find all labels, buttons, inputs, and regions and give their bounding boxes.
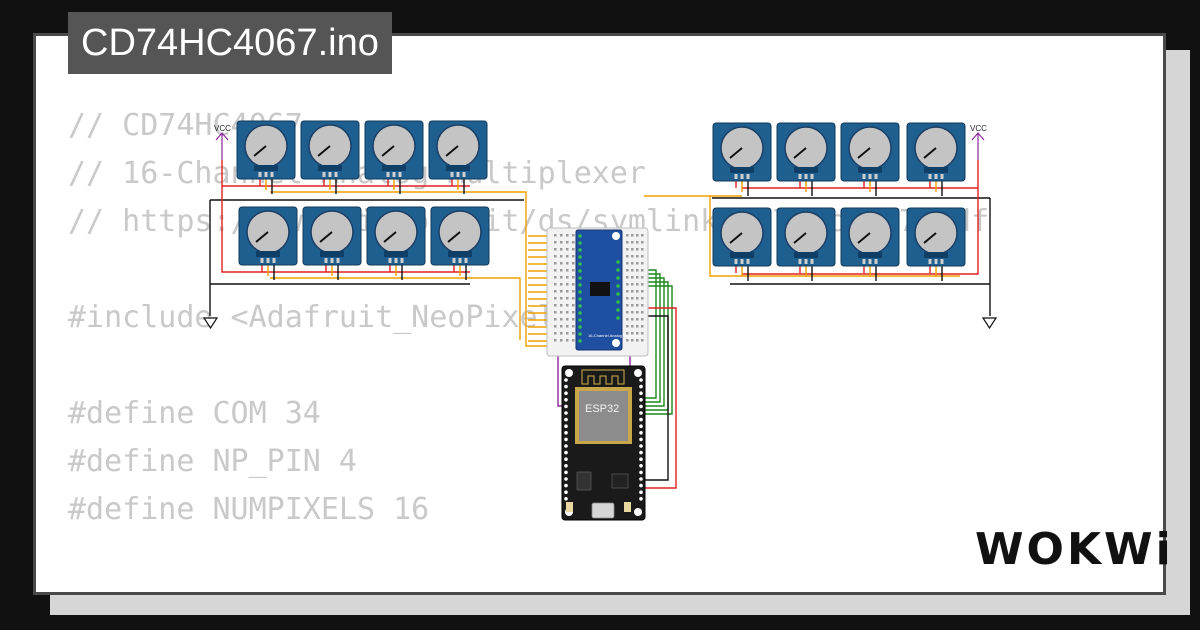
vcc-left-symbol: VCC	[214, 124, 231, 160]
potentiometer	[712, 207, 772, 267]
project-title: CD74HC4067.ino	[68, 12, 392, 74]
esp32-label: ESP32	[585, 403, 619, 415]
esp32-pins	[564, 378, 643, 501]
wire	[270, 277, 521, 340]
wokwi-logo: WOKWi	[975, 524, 1174, 575]
potentiometer	[906, 207, 966, 267]
code-line: Adafruit_NeoPixel pixels = Adafruit_NeoP…	[68, 582, 1163, 592]
esp32-board[interactable]: ESP32	[561, 365, 646, 521]
wire-layer	[209, 160, 991, 489]
wire	[622, 307, 677, 489]
vcc-right-label: VCC	[970, 124, 987, 133]
ground-left-symbol	[202, 317, 219, 330]
code-line: #define COM 34	[68, 396, 321, 431]
potentiometer	[302, 206, 362, 266]
ground-right-symbol	[981, 317, 998, 330]
potentiometer	[238, 206, 298, 266]
potentiometer	[712, 122, 772, 182]
vcc-left-label: VCC	[214, 124, 231, 133]
code-line: #define NUMPIXELS 16	[68, 492, 430, 527]
multiplexer-pins	[578, 234, 620, 343]
code-line: #define NP_PIN 4	[68, 444, 357, 479]
potentiometer	[430, 206, 490, 266]
potentiometer	[364, 120, 424, 180]
vcc-right-symbol: VCC	[970, 124, 987, 160]
potentiometer	[366, 206, 426, 266]
potentiometer	[906, 122, 966, 182]
potentiometer-layer	[236, 120, 966, 267]
potentiometer	[428, 120, 488, 180]
breadboard-holes	[554, 234, 644, 342]
multiplexer-module[interactable]: 16-Channel Analog Multiplexer	[575, 229, 643, 351]
wire	[709, 195, 960, 277]
potentiometer	[776, 207, 836, 267]
wire	[209, 199, 524, 316]
wire	[742, 160, 979, 275]
potentiometer	[236, 120, 296, 180]
potentiometer	[840, 207, 900, 267]
wire	[712, 197, 991, 316]
potentiometer	[300, 120, 360, 180]
multiplexer-label: 16-Channel Analog Multiplexer	[588, 333, 643, 338]
potentiometer	[776, 122, 836, 182]
potentiometer	[840, 122, 900, 182]
wire	[270, 191, 556, 347]
